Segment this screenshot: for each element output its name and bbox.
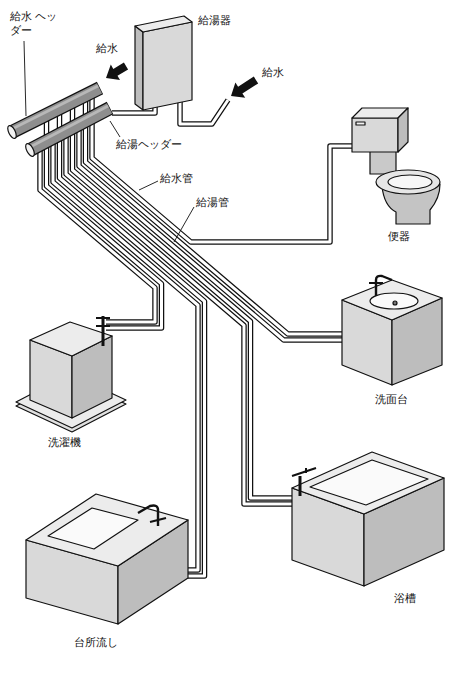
pipe-bundle <box>92 92 352 242</box>
flow-label: 給水 <box>96 42 118 56</box>
bathtub <box>292 468 316 476</box>
pipe-bundle <box>86 95 343 334</box>
water-heater <box>135 26 143 110</box>
bathtub <box>305 468 307 473</box>
leader-line <box>139 181 158 190</box>
toilet <box>376 170 440 194</box>
fixture-label: 便器 <box>388 230 410 244</box>
kitchen-sink <box>138 506 158 527</box>
pipe-bundle <box>73 102 293 498</box>
pipe-bundle <box>92 92 352 242</box>
hot-water-header <box>24 106 110 158</box>
fixture-label: 洗面台 <box>375 393 408 407</box>
washing-machine <box>96 325 110 327</box>
supply-header <box>6 124 18 139</box>
equipment-label: 給湯器 <box>198 14 231 28</box>
hot-water-header <box>30 108 110 150</box>
flow-label: 給水 <box>262 66 284 80</box>
supply-arrow <box>231 77 258 98</box>
bathtub <box>299 476 302 496</box>
water-heater <box>135 16 192 32</box>
kitchen-sink <box>48 508 138 549</box>
header-label: 給湯ヘッダー <box>116 138 182 152</box>
heater-pipe <box>180 100 228 124</box>
toilet <box>398 108 408 152</box>
hot-water-header <box>31 108 110 149</box>
header-label: 給水 ヘッダー <box>10 10 60 38</box>
bathtub <box>310 460 428 505</box>
washbasin <box>342 280 442 320</box>
pipe-label: 給水管 <box>160 172 193 186</box>
toilet <box>356 122 365 125</box>
toilet <box>352 108 440 224</box>
washbasin <box>342 276 442 385</box>
water-heater <box>135 16 192 110</box>
washing-machine <box>102 316 105 346</box>
pipe-bundle <box>79 124 342 340</box>
hot-water-header <box>32 106 108 146</box>
fixture-label: 洗濯機 <box>48 436 81 450</box>
washing-machine <box>16 316 126 432</box>
fixture-label: 浴槽 <box>394 592 416 606</box>
kitchen-sink <box>26 494 188 566</box>
toilet <box>370 150 396 174</box>
washbasin <box>369 282 383 284</box>
leader-line <box>24 41 194 242</box>
pipe-bundle <box>79 124 342 340</box>
washbasin <box>376 276 392 296</box>
bathtub <box>292 452 444 586</box>
washing-machine <box>30 322 112 356</box>
bathtub <box>292 452 444 514</box>
pipe-bundle <box>73 102 293 498</box>
toilet <box>388 175 432 189</box>
washbasin <box>393 301 397 305</box>
washing-machine <box>96 317 110 319</box>
leader-line <box>174 207 194 242</box>
pipe-bundle <box>86 95 343 334</box>
leader-line <box>110 121 120 137</box>
kitchen-sink <box>150 518 166 522</box>
kitchen-sink <box>26 494 188 624</box>
toilet <box>352 118 398 152</box>
fixture-label: 台所流し <box>74 636 118 650</box>
hot-water-header <box>24 142 36 157</box>
supply-arrow <box>106 63 128 80</box>
heater-pipe <box>180 100 228 124</box>
leader-line <box>24 41 26 116</box>
pipe-label: 給湯管 <box>196 196 229 210</box>
water-heater <box>143 22 192 110</box>
